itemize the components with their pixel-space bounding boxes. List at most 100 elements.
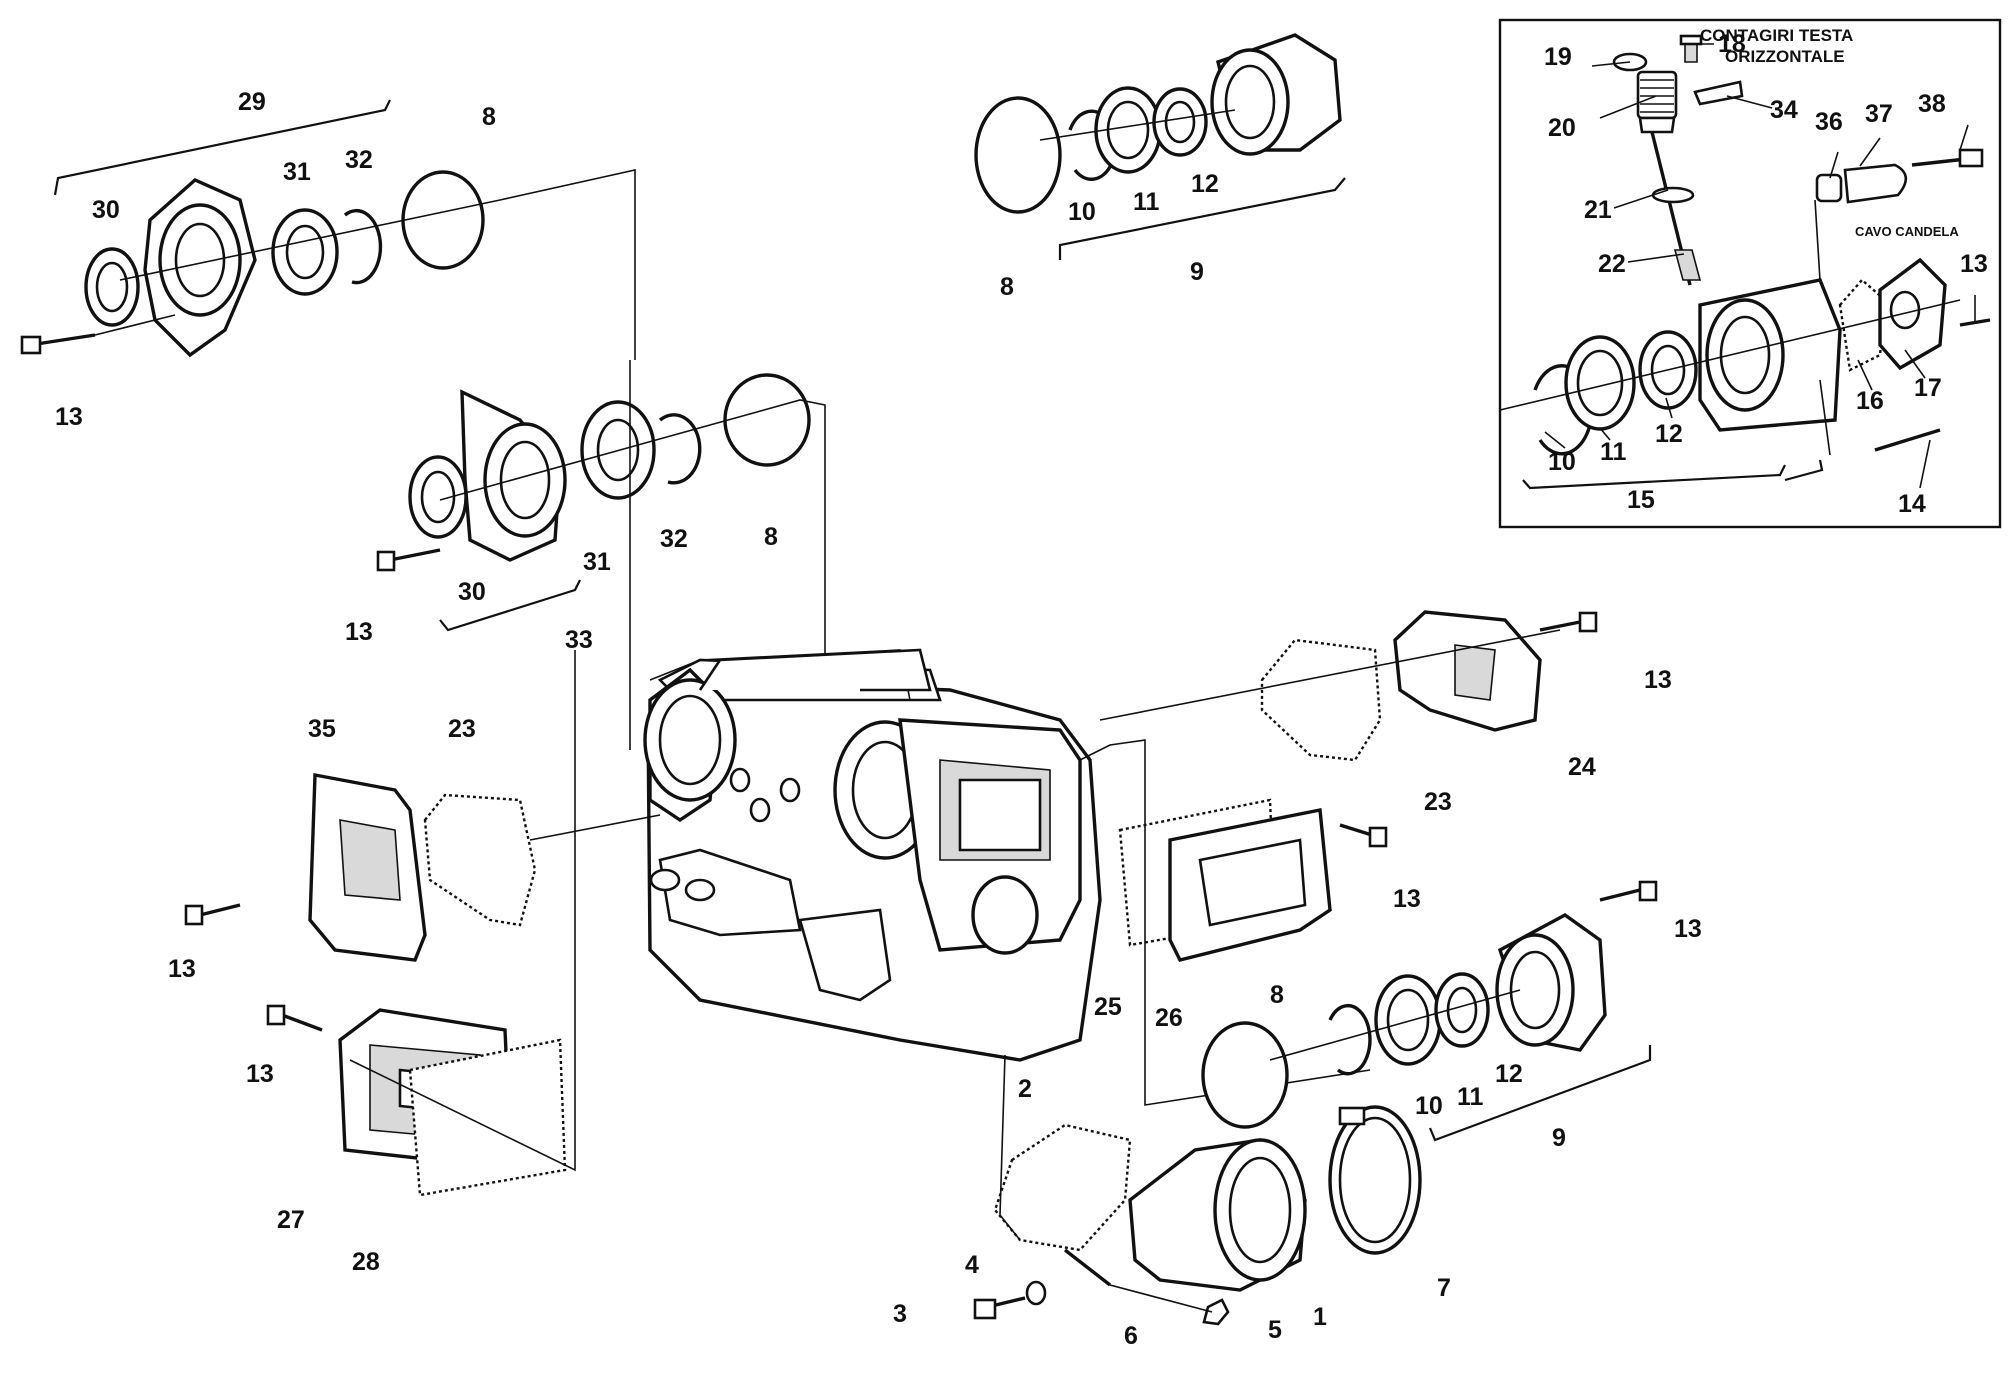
callout-18: 18 bbox=[1718, 30, 1746, 58]
callout-labels: 29 8 30 31 32 13 8 10 11 12 9 30 31 32 8… bbox=[55, 30, 1988, 1350]
callout-16: 16 bbox=[1856, 387, 1884, 415]
callout-2: 2 bbox=[1018, 1075, 1032, 1103]
callout-34: 34 bbox=[1770, 96, 1798, 124]
oil-seal-lower bbox=[1434, 972, 1490, 1048]
callout-31: 31 bbox=[583, 548, 611, 576]
oil-seal-top bbox=[1152, 87, 1208, 157]
bolt-3 bbox=[973, 1296, 1026, 1320]
o-ring-lower bbox=[1201, 1021, 1289, 1129]
callout-1: 1 bbox=[1313, 1303, 1327, 1331]
housing-lower bbox=[1495, 913, 1607, 1052]
callout-25: 25 bbox=[1094, 993, 1122, 1021]
callout-13: 13 bbox=[55, 403, 83, 431]
intake-manifold bbox=[1128, 1138, 1307, 1292]
center-right-cover bbox=[1079, 739, 1388, 1106]
o-ring-29 bbox=[401, 170, 485, 270]
callout-13: 13 bbox=[1393, 885, 1421, 913]
lower-bearing-group bbox=[1201, 880, 1658, 1142]
right-cover-group bbox=[1099, 610, 1598, 762]
callout-12: 12 bbox=[1495, 1060, 1523, 1088]
callout-37: 37 bbox=[1865, 100, 1893, 128]
o-ring-top bbox=[974, 96, 1062, 214]
callout-32: 32 bbox=[345, 146, 373, 174]
callout-15: 15 bbox=[1627, 486, 1655, 514]
callout-14: 14 bbox=[1898, 490, 1926, 518]
callout-13: 13 bbox=[1644, 666, 1672, 694]
callout-10: 10 bbox=[1068, 198, 1096, 226]
callout-33: 33 bbox=[565, 626, 593, 654]
callout-31: 31 bbox=[283, 158, 311, 186]
inset-title-line2: ORIZZONTALE bbox=[1725, 47, 1845, 66]
callout-7: 7 bbox=[1437, 1274, 1451, 1302]
callout-32: 32 bbox=[660, 525, 688, 553]
nut-5 bbox=[1202, 1298, 1230, 1326]
callout-24: 24 bbox=[1568, 753, 1596, 781]
callout-6: 6 bbox=[1124, 1322, 1138, 1350]
o-ring-33 bbox=[723, 373, 811, 467]
callout-4: 4 bbox=[965, 1251, 979, 1279]
ball-bearing-29 bbox=[271, 208, 339, 296]
callout-27: 27 bbox=[277, 1206, 305, 1234]
inset-housing bbox=[1698, 278, 1842, 432]
callout-11: 11 bbox=[1600, 438, 1627, 466]
callout-26: 26 bbox=[1155, 1004, 1183, 1032]
top-bearing-group bbox=[974, 33, 1346, 260]
callout-12: 12 bbox=[1191, 170, 1219, 198]
callout-13: 13 bbox=[1960, 250, 1988, 278]
callout-29: 29 bbox=[238, 88, 266, 116]
inset-needle-bearing bbox=[1564, 335, 1636, 431]
left-cover-group bbox=[184, 772, 661, 962]
screw-13-lower-right bbox=[1599, 888, 1641, 902]
stud-6 bbox=[1063, 1248, 1112, 1287]
callout-23: 23 bbox=[1424, 788, 1452, 816]
inset-cover bbox=[1878, 257, 1947, 371]
circlip-lower bbox=[1328, 1004, 1372, 1076]
tacho-cable-nut bbox=[1636, 70, 1678, 134]
screw-13-left bbox=[199, 903, 241, 917]
screw-33 bbox=[389, 548, 441, 562]
callout-12: 12 bbox=[1655, 420, 1683, 448]
callout-19: 19 bbox=[1544, 43, 1572, 71]
callout-13: 13 bbox=[168, 955, 196, 983]
upper-left-group bbox=[20, 99, 636, 360]
callout-8: 8 bbox=[764, 523, 778, 551]
callout-13: 13 bbox=[345, 618, 373, 646]
needle-bearing-lower bbox=[1374, 974, 1442, 1066]
flange-33 bbox=[460, 389, 567, 562]
callout-35: 35 bbox=[308, 715, 336, 743]
callout-10: 10 bbox=[1548, 448, 1576, 476]
inset-title-line1: CONTAGIRI TESTA bbox=[1700, 26, 1853, 45]
inset-screw-14 bbox=[1874, 428, 1941, 452]
head-left-port bbox=[643, 667, 737, 823]
callout-30: 30 bbox=[458, 578, 486, 606]
oil-seal-33 bbox=[408, 455, 468, 539]
callout-30: 30 bbox=[92, 196, 120, 224]
callout-36: 36 bbox=[1815, 108, 1843, 136]
housing-top bbox=[1210, 33, 1342, 156]
gasket-23-left bbox=[423, 793, 537, 927]
circlip-33 bbox=[658, 413, 702, 485]
callout-38: 38 bbox=[1918, 90, 1946, 118]
cylinder-head bbox=[643, 648, 1102, 1062]
inset-screw-13 bbox=[1959, 318, 1991, 327]
gasket-2 bbox=[993, 1123, 1132, 1252]
tacho-screw-top bbox=[1679, 34, 1703, 63]
callout-9: 9 bbox=[1190, 258, 1204, 286]
callout-8: 8 bbox=[1000, 273, 1014, 301]
circlip-29 bbox=[343, 208, 383, 285]
callout-13: 13 bbox=[1674, 915, 1702, 943]
cable-clamp bbox=[1815, 148, 1984, 204]
callout-5: 5 bbox=[1268, 1316, 1282, 1344]
hose-clamp-7 bbox=[1328, 1105, 1422, 1255]
callout-22: 22 bbox=[1598, 250, 1626, 278]
callout-11: 11 bbox=[1133, 188, 1160, 216]
tacho-plate bbox=[1693, 80, 1744, 106]
callout-23: 23 bbox=[448, 715, 476, 743]
callout-3: 3 bbox=[893, 1300, 907, 1328]
lower-left-group bbox=[266, 650, 576, 1197]
gasket-28 bbox=[408, 1038, 567, 1197]
inset-panel: CONTAGIRI TESTA ORIZZONTALE CAVO CANDELA bbox=[1498, 18, 2002, 529]
flange-29 bbox=[143, 178, 257, 358]
callout-8: 8 bbox=[482, 103, 496, 131]
